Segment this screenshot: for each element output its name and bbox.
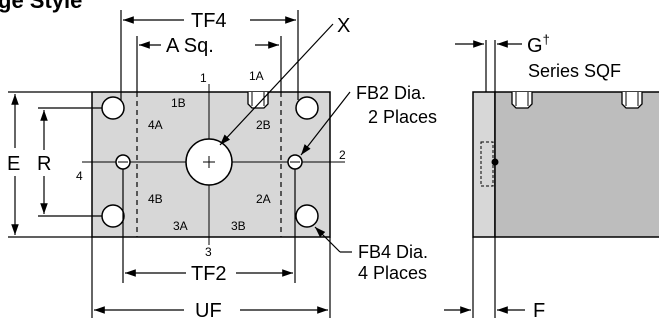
fb2-leader bbox=[300, 91, 351, 156]
bolt-hole-top-right bbox=[295, 96, 319, 120]
manifold-block-side bbox=[494, 91, 659, 238]
dim-r: R bbox=[37, 153, 51, 175]
callout-fb4-line2: 4 Places bbox=[358, 263, 427, 283]
port-label-2a: 2A bbox=[256, 192, 271, 206]
front-dimensions bbox=[8, 10, 352, 318]
fb4-leader bbox=[314, 226, 341, 253]
callout-fb2-line1: FB2 Dia. bbox=[356, 83, 426, 103]
port-label-4: 4 bbox=[76, 169, 83, 183]
dim-f: F bbox=[533, 300, 545, 322]
dim-g: G† bbox=[527, 32, 550, 57]
front-view: 1 1A 1B 4A 2B 2 4 4B 2A 3A 3B 3 bbox=[76, 69, 346, 259]
port-label-1a: 1A bbox=[249, 69, 264, 83]
dim-a-sq: A Sq. bbox=[166, 35, 214, 57]
hidden-port-side bbox=[480, 141, 494, 187]
port-label-2b: 2B bbox=[256, 118, 271, 132]
dim-uf: UF bbox=[195, 300, 222, 322]
dim-g-letter: G bbox=[527, 35, 543, 57]
flange-face-side bbox=[472, 91, 496, 238]
port-label-1b: 1B bbox=[171, 96, 186, 110]
bolt-hole-bottom-right bbox=[295, 204, 319, 228]
port-label-4b: 4B bbox=[148, 192, 163, 206]
x-leader bbox=[219, 23, 334, 146]
bolt-hole-bottom-left bbox=[101, 204, 125, 228]
gauge-port-1a bbox=[247, 92, 269, 109]
callout-fb2-line2: 2 Places bbox=[368, 107, 437, 127]
port-label-3: 3 bbox=[205, 245, 212, 259]
callout-fb4-line1: FB4 Dia. bbox=[358, 242, 428, 262]
bolt-head-right bbox=[621, 92, 643, 109]
dim-e: E bbox=[7, 153, 20, 175]
callout-series-sqf: Series SQF bbox=[528, 61, 621, 81]
port-label-4a: 4A bbox=[148, 118, 163, 132]
heading-fragment: ge Style bbox=[0, 0, 82, 13]
port-label-1: 1 bbox=[200, 71, 207, 85]
port-label-2: 2 bbox=[339, 148, 346, 162]
dim-tf4: TF4 bbox=[191, 10, 227, 32]
dim-x: X bbox=[337, 15, 350, 37]
port-label-3b: 3B bbox=[231, 219, 246, 233]
pivot-dot bbox=[491, 158, 499, 166]
side-view bbox=[444, 40, 659, 318]
dim-g-dagger: † bbox=[543, 32, 550, 47]
dim-tf2: TF2 bbox=[191, 263, 227, 285]
bolt-hole-top-left bbox=[101, 96, 125, 120]
bolt-head-left bbox=[511, 92, 533, 109]
port-label-3a: 3A bbox=[173, 219, 188, 233]
